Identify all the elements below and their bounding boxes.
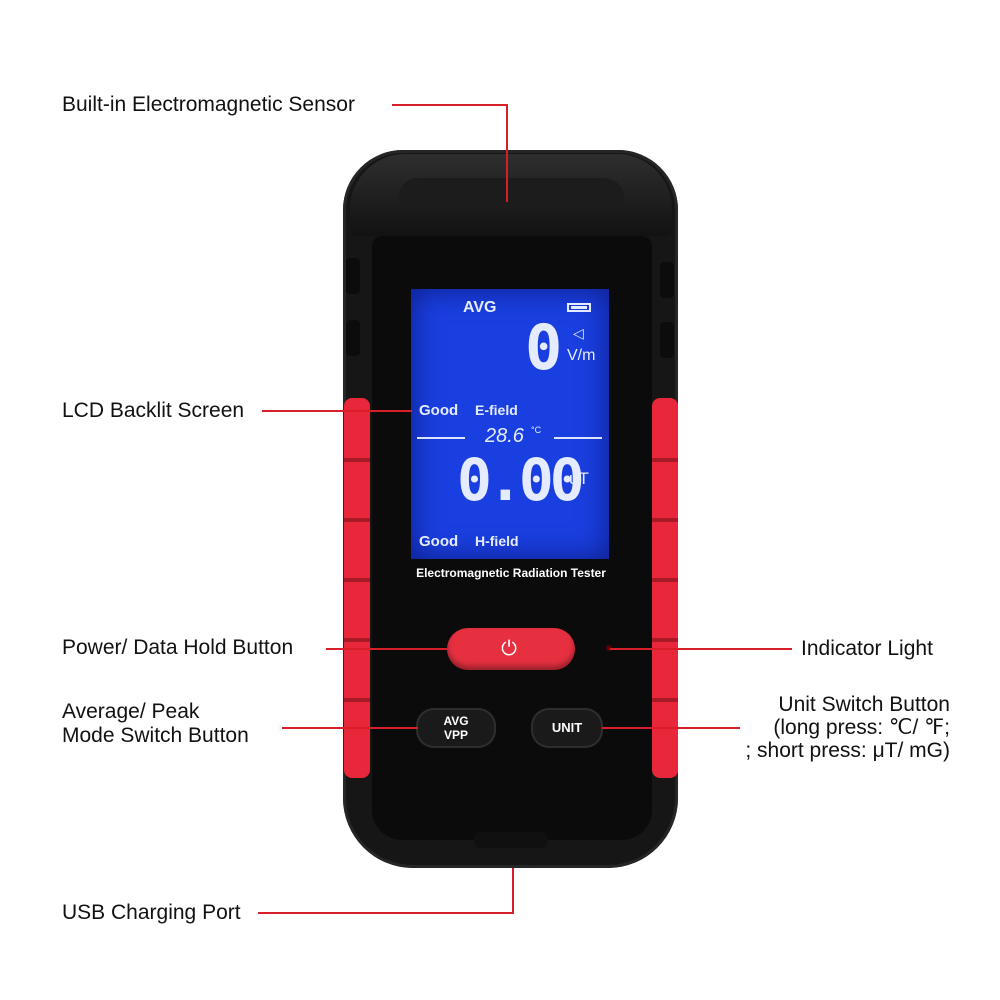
indicator-light [606, 645, 612, 651]
callout-unit-line1: Unit Switch Button [778, 693, 950, 716]
lcd-screen: AVG 0 ◁ V/m Good E-field 28.6 °C 0.00 uT… [411, 289, 609, 559]
hfield-label: H-field [475, 533, 519, 549]
battery-icon [567, 303, 591, 312]
side-button-left-upper [346, 258, 360, 294]
callout-indicator: Indicator Light [801, 637, 933, 660]
efield-value: 0 [525, 311, 563, 384]
avg-vpp-button[interactable]: AVG VPP [416, 708, 496, 748]
left-grip [344, 398, 370, 778]
callout-avg-line1: Average/ Peak [62, 700, 200, 723]
lcd-separator-right [554, 437, 602, 439]
leader-lcd [262, 410, 412, 412]
power-hold-button[interactable] [447, 628, 575, 670]
speaker-icon: ◁ [573, 325, 584, 341]
avg-button-label: AVG [443, 714, 469, 728]
sensor-cap-inner [398, 178, 624, 208]
right-grip [652, 398, 678, 778]
lcd-separator-left [417, 437, 465, 439]
efield-unit: V/m [567, 347, 596, 364]
leader-avg [282, 727, 418, 729]
leader-usb-v [512, 868, 514, 914]
power-icon: ⏻ [501, 638, 517, 660]
vpp-button-label: VPP [443, 728, 468, 742]
callout-avg-line2: Mode Switch Button [62, 724, 249, 747]
efield-label: E-field [475, 402, 518, 418]
leader-sensor-v [506, 104, 508, 202]
product-label: Electromagnetic Radiation Tester [416, 566, 606, 580]
side-button-right-lower [660, 322, 674, 358]
callout-unit-line3: ; short press: μT/ mG) [745, 739, 950, 762]
temperature-unit: °C [531, 425, 542, 435]
temperature-value: 28.6 [485, 425, 524, 447]
unit-button[interactable]: UNIT [531, 708, 603, 748]
hfield-value: 0.00 [457, 446, 585, 514]
hfield-status: Good [419, 533, 459, 550]
unit-button-label: UNIT [551, 720, 583, 735]
callout-lcd: LCD Backlit Screen [62, 399, 245, 422]
usb-port [474, 832, 548, 848]
leader-usb-h [258, 912, 514, 914]
leader-indicator [610, 648, 792, 650]
callout-usb: USB Charging Port [62, 901, 241, 924]
callout-unit-line2: (long press: ℃/ ℉; [773, 716, 950, 739]
leader-power [326, 648, 448, 650]
side-button-left-lower [346, 320, 360, 356]
leader-unit [602, 727, 740, 729]
callout-power: Power/ Data Hold Button [62, 636, 294, 659]
leader-sensor-h [392, 104, 508, 106]
hfield-unit: uT [569, 469, 589, 488]
callout-sensor: Built-in Electromagnetic Sensor [62, 93, 355, 116]
lcd-mode: AVG [463, 299, 497, 316]
efield-status: Good [419, 402, 459, 419]
side-button-right-upper [660, 262, 674, 298]
